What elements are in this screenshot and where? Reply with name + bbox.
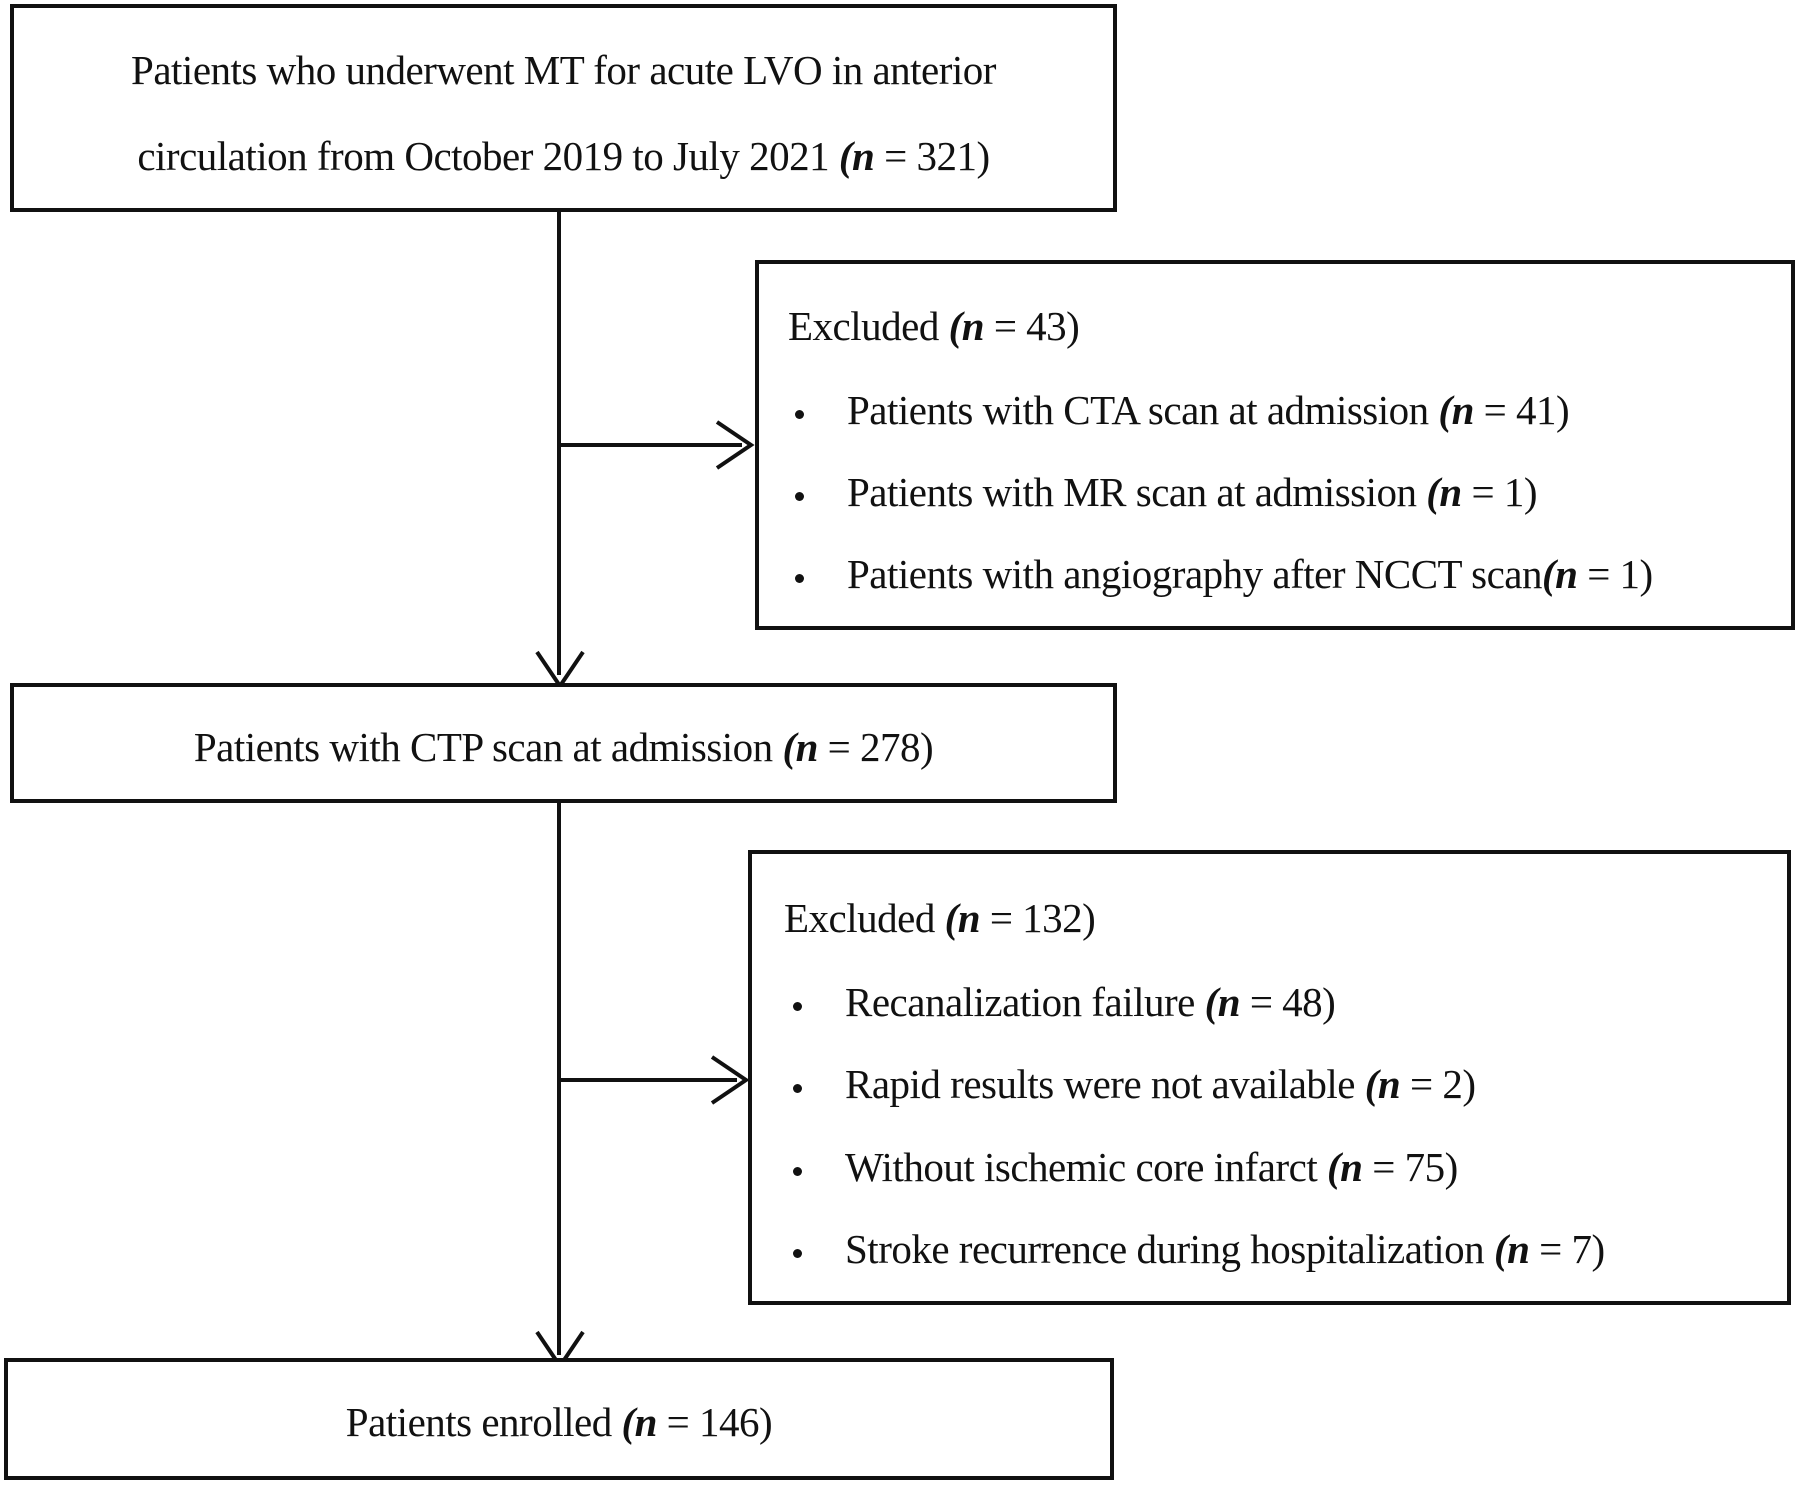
excluded-2-heading: Excluded (n = 132) <box>784 895 1096 941</box>
excluded-1-item: Patients with angiography after NCCT sca… <box>847 551 1653 597</box>
excluded-1-item: Patients with MR scan at admission (n = … <box>847 469 1538 515</box>
bullet-icon <box>795 574 804 583</box>
arrow-right-icon <box>710 1055 750 1105</box>
excluded-2-item: Recanalization failure (n = 48) <box>845 979 1336 1025</box>
excluded-1-heading: Excluded (n = 43) <box>788 303 1080 349</box>
arrow-right-icon <box>715 420 755 470</box>
connector-main-bottom <box>557 800 561 1355</box>
excluded-1-item: Patients with CTA scan at admission (n =… <box>847 387 1570 433</box>
excluded-2-item: Without ischemic core infarct (n = 75) <box>845 1144 1458 1190</box>
initial-cohort-line-2: circulation from October 2019 to July 20… <box>137 133 990 179</box>
bullet-icon <box>793 1084 802 1093</box>
bullet-icon <box>793 1002 802 1011</box>
ctp-cohort-box: Patients with CTP scan at admission (n =… <box>10 683 1117 803</box>
connector-branch-2 <box>557 1078 737 1082</box>
ctp-cohort-text: Patients with CTP scan at admission (n =… <box>193 724 934 770</box>
initial-cohort-line-1: Patients who underwent MT for acute LVO … <box>131 47 996 93</box>
connector-main-top <box>557 210 561 675</box>
excluded-2-item: Rapid results were not available (n = 2) <box>845 1061 1476 1107</box>
enrolled-box: Patients enrolled (n = 146) <box>4 1358 1114 1480</box>
bullet-icon <box>795 492 804 501</box>
connector-branch-1 <box>557 443 742 447</box>
bullet-icon <box>793 1167 802 1176</box>
excluded-box-2: Excluded (n = 132) Recanalization failur… <box>748 850 1791 1305</box>
excluded-2-item: Stroke recurrence during hospitalization… <box>845 1226 1605 1272</box>
excluded-box-1: Excluded (n = 43) Patients with CTA scan… <box>755 260 1795 630</box>
bullet-icon <box>793 1249 802 1258</box>
bullet-icon <box>795 410 804 419</box>
initial-cohort-box: Patients who underwent MT for acute LVO … <box>10 4 1117 212</box>
enrolled-text: Patients enrolled (n = 146) <box>345 1399 773 1445</box>
